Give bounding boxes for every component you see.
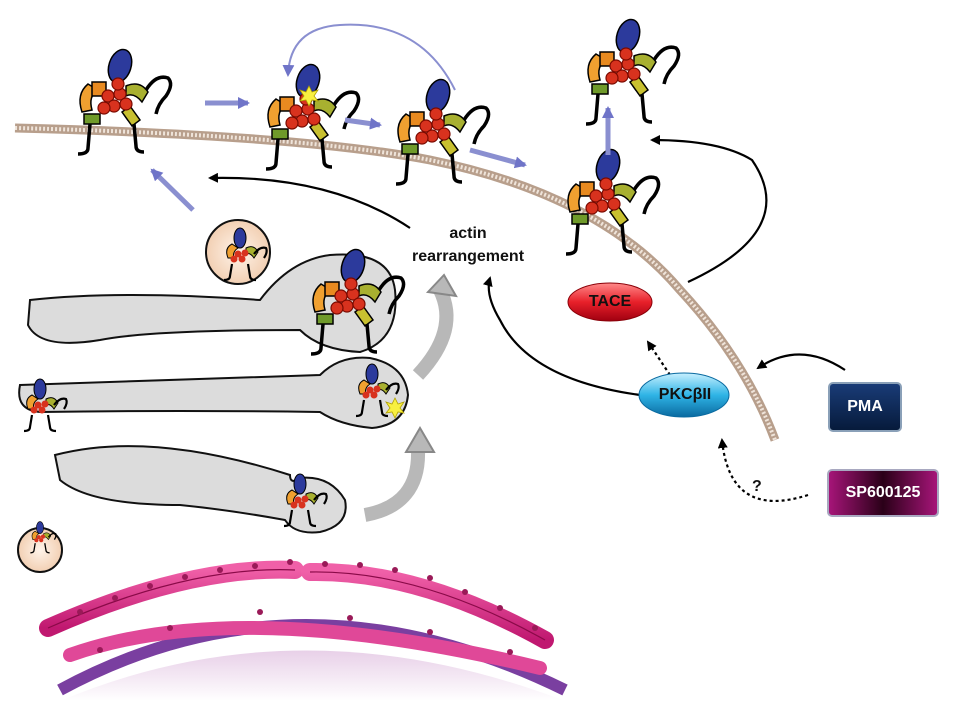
pma-label: PMA bbox=[847, 398, 883, 415]
actin-label-line2: rearrangement bbox=[411, 248, 525, 265]
vesicle-icon bbox=[17, 520, 63, 573]
vesicle-icon bbox=[205, 219, 271, 285]
ectodomain-protein-icon bbox=[564, 144, 661, 256]
tace-enzyme bbox=[567, 282, 653, 322]
sp600125-box bbox=[827, 469, 939, 517]
actin-label-line1: actin bbox=[449, 225, 487, 242]
golgi-cisterna-icon bbox=[18, 253, 410, 534]
pkc-label: PKCβII bbox=[658, 386, 712, 403]
ectodomain-protein-icon bbox=[76, 44, 173, 156]
plasma-membrane bbox=[14, 123, 780, 442]
pma-box bbox=[828, 382, 902, 432]
cleavage-star-icon bbox=[299, 85, 319, 107]
trafficking-arrows bbox=[150, 23, 614, 212]
shed-ectodomain-icon bbox=[584, 14, 681, 126]
golgi-transport-arrows bbox=[363, 273, 458, 522]
signaling-arrows bbox=[208, 135, 846, 503]
pkc-enzyme bbox=[638, 372, 730, 418]
er-membrane-icon bbox=[39, 559, 554, 675]
sp600125-label: SP600125 bbox=[845, 484, 921, 501]
unknown-mechanism-label: ? bbox=[752, 478, 762, 495]
actin-label: actin rearrangement bbox=[388, 222, 548, 268]
ectodomain-protein-icon bbox=[264, 59, 361, 171]
cleavage-star-icon bbox=[385, 397, 405, 419]
tace-label: TACE bbox=[588, 293, 632, 310]
